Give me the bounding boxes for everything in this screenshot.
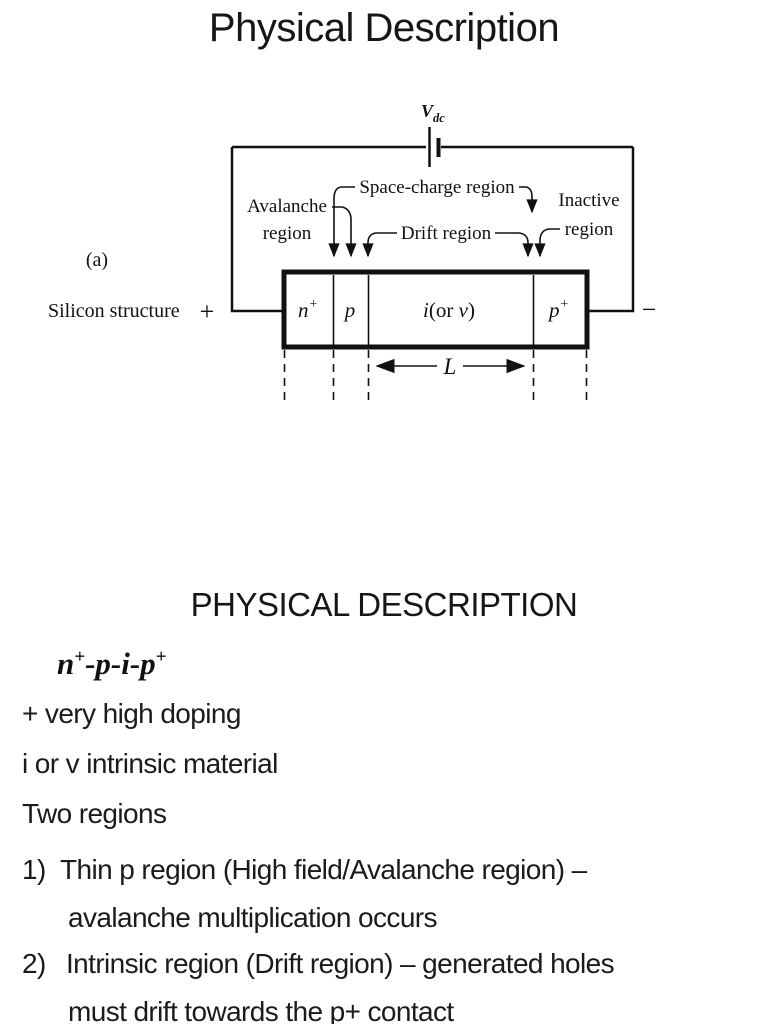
body-line-two-regions: Two regions (22, 798, 167, 829)
region-label-i: i(or ν) (423, 298, 475, 322)
list-item-2: 2) Intrinsic region (Drift region) – gen… (22, 940, 766, 1024)
space-charge-region-label: Space-charge region (359, 177, 515, 198)
list-item-1: 1) Thin p region (High field/Avalanche r… (22, 846, 766, 942)
structure-bar (281, 269, 590, 350)
figure-letter: (a) (86, 249, 108, 271)
item-number: 2) (22, 948, 46, 979)
item-line: Intrinsic region (Drift region) – genera… (66, 948, 615, 979)
inactive-region-label2: region (565, 219, 614, 240)
region-cell-labels: n+ p i(or ν) p+ (298, 297, 569, 322)
structure-caption: Silicon structure (48, 300, 180, 322)
region-label-p: p (343, 298, 356, 322)
item-line: avalanche multiplication occurs (68, 902, 438, 933)
avalanche-region-label2: region (263, 223, 312, 244)
inactive-region-label: Inactive (558, 190, 619, 211)
structure-formula: n+-p-i-p+ (57, 646, 167, 681)
drift-region-label: Drift region (401, 223, 492, 244)
battery-icon (428, 127, 441, 167)
dashed-guides (283, 350, 588, 406)
length-label: L (443, 354, 457, 379)
silicon-structure-diagram: Vdc + − Avalanche region Space-charge re… (48, 101, 657, 406)
drift-left-arrow (362, 232, 397, 258)
item-line: Thin p region (High field/Avalanche regi… (60, 854, 587, 885)
region-label-pplus: p+ (547, 297, 569, 322)
avalanche-arrow (332, 206, 357, 258)
page-title: Physical Description (208, 6, 560, 50)
circuit-wires (230, 145, 635, 313)
region-annotations: Avalanche region Space-charge region Dri… (247, 177, 620, 244)
item-line: must drift towards the p+ contact (68, 996, 454, 1024)
item-number: 1) (22, 854, 46, 885)
body-line-doping: + very high doping (22, 698, 241, 729)
length-arrow: L (375, 354, 526, 379)
section-heading: PHYSICAL DESCRIPTION (190, 586, 578, 623)
space-charge-left-arrow (328, 186, 355, 258)
region-label-nplus: n+ (298, 297, 318, 322)
body-line-intrinsic: i or v intrinsic material (22, 748, 278, 779)
inactive-arrow (534, 228, 560, 258)
leader-arrows (328, 186, 560, 258)
avalanche-region-label: Avalanche (247, 196, 327, 217)
drift-right-arrow (495, 232, 534, 258)
minus-terminal: − (642, 295, 657, 324)
vdc-label: Vdc (421, 101, 445, 125)
space-charge-right-arrow (519, 186, 538, 214)
plus-terminal: + (200, 297, 215, 326)
